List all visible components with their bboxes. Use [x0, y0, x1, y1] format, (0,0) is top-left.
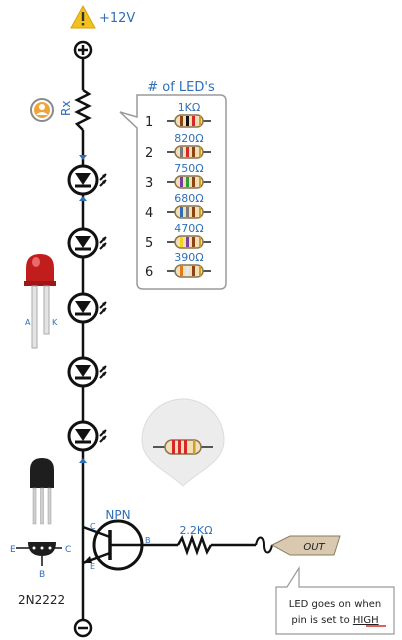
red-led-icon: [24, 254, 56, 349]
transistor-type-label: NPN: [105, 508, 130, 522]
pinout-e-label: E: [10, 545, 16, 555]
resistor-icon: [166, 175, 212, 189]
cathode-marker-bottom: [79, 458, 87, 463]
negative-terminal-icon: [73, 618, 93, 638]
led-3: [67, 292, 108, 324]
to92-transistor-icon: [30, 458, 54, 525]
led-row-count: 4: [145, 206, 153, 221]
led-row-count: 1: [145, 115, 153, 130]
led-row-value: 750Ω: [174, 162, 203, 175]
led-row-value: 820Ω: [174, 132, 203, 145]
npn-transistor-symbol: [82, 519, 144, 571]
user-icon: [30, 98, 54, 122]
led-row-4: 4 680Ω: [145, 192, 212, 221]
transistor-part-label: 2N2222: [18, 593, 65, 607]
led-row-5: 5 470Ω: [145, 222, 212, 251]
led-4: [67, 356, 108, 388]
led-1: [67, 164, 108, 196]
led-row-6: 6 390Ω: [145, 251, 212, 280]
anode-marker: [79, 155, 87, 160]
led-row-value: 1KΩ: [178, 101, 201, 114]
positive-terminal-icon: [73, 40, 93, 60]
led-count-table: # of LED's 1 1KΩ 2 820Ω 3 750Ω 4 680Ω: [119, 80, 227, 290]
resistor-icon: [166, 145, 212, 159]
led-row-count: 6: [145, 265, 153, 280]
rx-label: Rx: [59, 101, 73, 116]
note-emphasis-high: HIGH: [353, 615, 379, 626]
led-table-title: # of LED's: [147, 80, 215, 95]
note-box: [275, 565, 395, 635]
resistor-icon: [166, 235, 212, 249]
out-connector: [270, 535, 341, 556]
pinout-b-label: B: [39, 570, 45, 580]
base-label: B: [145, 536, 151, 545]
led-row-1: 1 1KΩ: [145, 101, 212, 130]
led-row-value: 470Ω: [174, 222, 203, 235]
base-resistor-label: 2.2KΩ: [179, 524, 212, 537]
resistor-icon: [166, 205, 212, 219]
emitter-label: E: [90, 562, 95, 571]
led-row-count: 2: [145, 146, 153, 161]
led-cathode-label: K: [52, 318, 58, 327]
transistor-pinout-icon: [16, 542, 62, 566]
cathode-marker: [79, 196, 87, 201]
out-label: OUT: [303, 542, 325, 553]
base-resistor: [176, 534, 213, 556]
warning-icon: [70, 4, 96, 29]
led-row-value: 390Ω: [174, 251, 203, 264]
led-row-count: 5: [145, 236, 153, 251]
note-line-1: LED goes on when: [289, 599, 381, 610]
resistor-pin-marker: [141, 398, 225, 487]
note-line-2-prefix: pin is set to: [291, 615, 349, 626]
supply-label: +12V: [99, 11, 135, 26]
led-row-count: 3: [145, 176, 153, 191]
collector-label: C: [90, 522, 96, 531]
led-row-3: 3 750Ω: [145, 162, 212, 191]
led-2: [67, 227, 108, 259]
led-row-value: 680Ω: [174, 192, 203, 205]
resistor-icon: [166, 264, 212, 278]
wire-break-icon: [255, 536, 273, 554]
resistor-icon: [166, 114, 212, 128]
led-5: [67, 420, 108, 452]
note-line-2: pin is set to HIGH: [291, 615, 378, 626]
pinout-c-label: C: [65, 545, 71, 555]
led-anode-label: A: [25, 318, 31, 327]
rx-resistor: [74, 88, 92, 131]
led-row-2: 2 820Ω: [145, 132, 212, 161]
